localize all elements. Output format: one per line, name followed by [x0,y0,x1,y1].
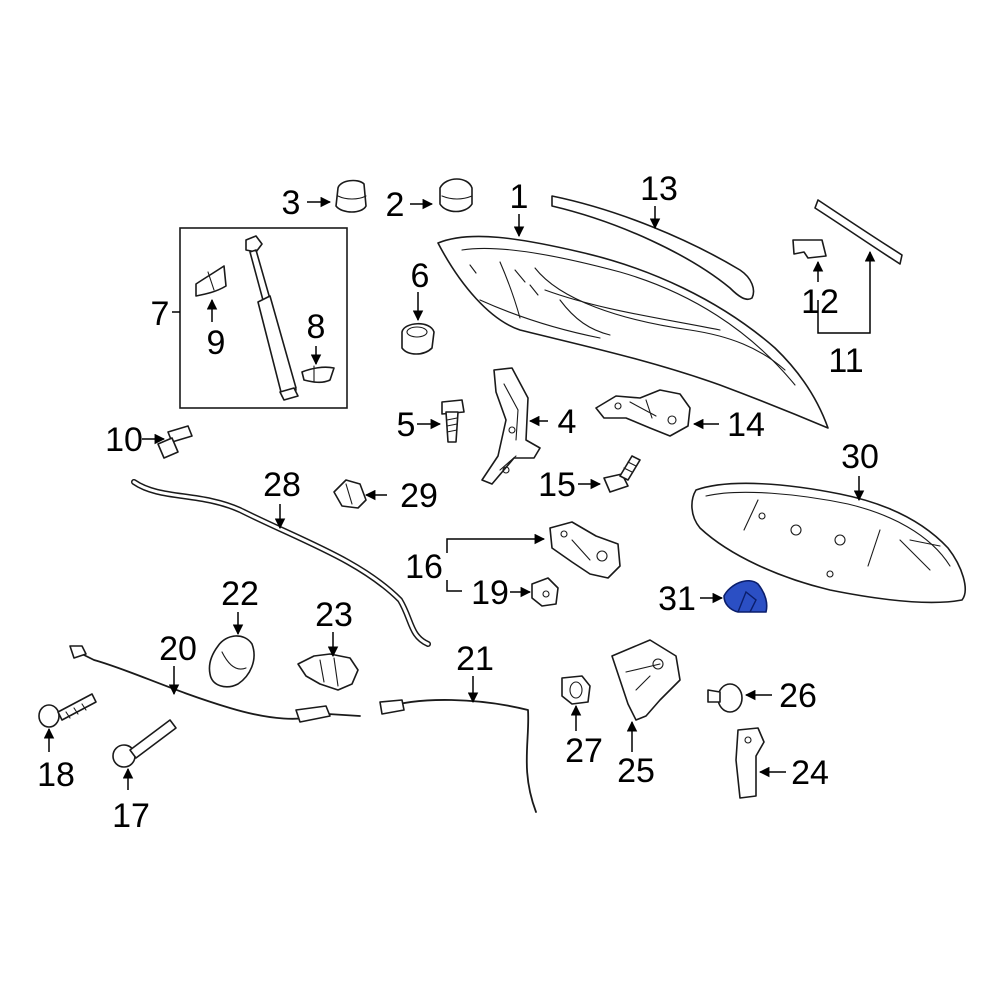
callout-15: 15 [538,466,576,504]
release-cable-21[interactable] [379,699,537,813]
latch-16[interactable] [549,521,621,579]
callout-27: 27 [565,732,603,770]
callout-31: 31 [658,580,696,618]
callout-26: 26 [779,677,817,715]
gas-strut[interactable] [245,235,299,401]
hood-panel[interactable] [437,235,829,429]
screw-26[interactable] [707,683,743,713]
callout-5: 5 [397,406,416,444]
callout-13: 13 [640,170,678,208]
callout-23: 23 [315,596,353,634]
callout-11: 11 [828,342,863,380]
highlighted-pad-31[interactable] [723,580,768,613]
pad-22[interactable] [208,635,255,688]
callout-17: 17 [112,797,150,835]
fastener-18[interactable] [38,693,97,728]
callout-24: 24 [791,754,829,792]
bumper-2[interactable] [439,178,473,213]
grommet-27[interactable] [561,675,591,705]
callout-4: 4 [558,403,577,441]
callout-12: 12 [801,283,839,321]
callout-30: 30 [841,438,879,476]
callout-6: 6 [411,257,430,295]
hood-insulator[interactable] [691,482,966,604]
callout-16: 16 [405,548,443,586]
strut-clip-9[interactable] [195,265,227,297]
release-handle-23[interactable] [297,653,359,691]
latch-cover-19[interactable] [531,577,559,607]
callout-7: 7 [151,295,170,333]
seal-rail[interactable] [814,199,903,265]
callout-10: 10 [105,421,143,459]
grommet-6[interactable] [401,322,435,355]
bracket-25[interactable] [611,639,681,721]
fastener-17[interactable] [112,719,177,768]
callout-18: 18 [37,756,75,794]
strut-kit-box [179,227,348,409]
callout-3: 3 [282,184,301,222]
callout-8: 8 [307,308,326,346]
push-pin-10[interactable] [157,425,193,459]
callout-2: 2 [386,186,405,224]
callout-labels: 1 2 3 13 12 11 6 7 9 8 5 4 14 15 10 29 2… [37,170,879,835]
leader-lines [43,196,876,790]
callout-21: 21 [456,640,494,678]
prop-rod[interactable] [131,479,431,647]
seal-clip[interactable] [792,239,827,259]
hood-seal[interactable] [551,195,755,301]
release-cable-20[interactable] [69,645,361,723]
callout-19: 19 [471,574,509,612]
bracket-24[interactable] [735,727,765,799]
callout-1: 1 [510,178,529,216]
hood-latch[interactable] [595,389,691,437]
callout-20: 20 [159,630,197,668]
callout-22: 22 [221,575,259,613]
callout-29: 29 [400,477,438,515]
bolt-15[interactable] [603,455,641,493]
callout-25: 25 [617,752,655,790]
callout-14: 14 [727,406,765,444]
hood-hinge[interactable] [481,367,541,485]
bumper-3[interactable] [335,179,367,213]
bolt-5[interactable] [441,399,465,443]
clip-29[interactable] [333,479,367,509]
callout-28: 28 [263,466,301,504]
strut-clip-8[interactable] [301,365,335,384]
callout-9: 9 [207,324,226,362]
